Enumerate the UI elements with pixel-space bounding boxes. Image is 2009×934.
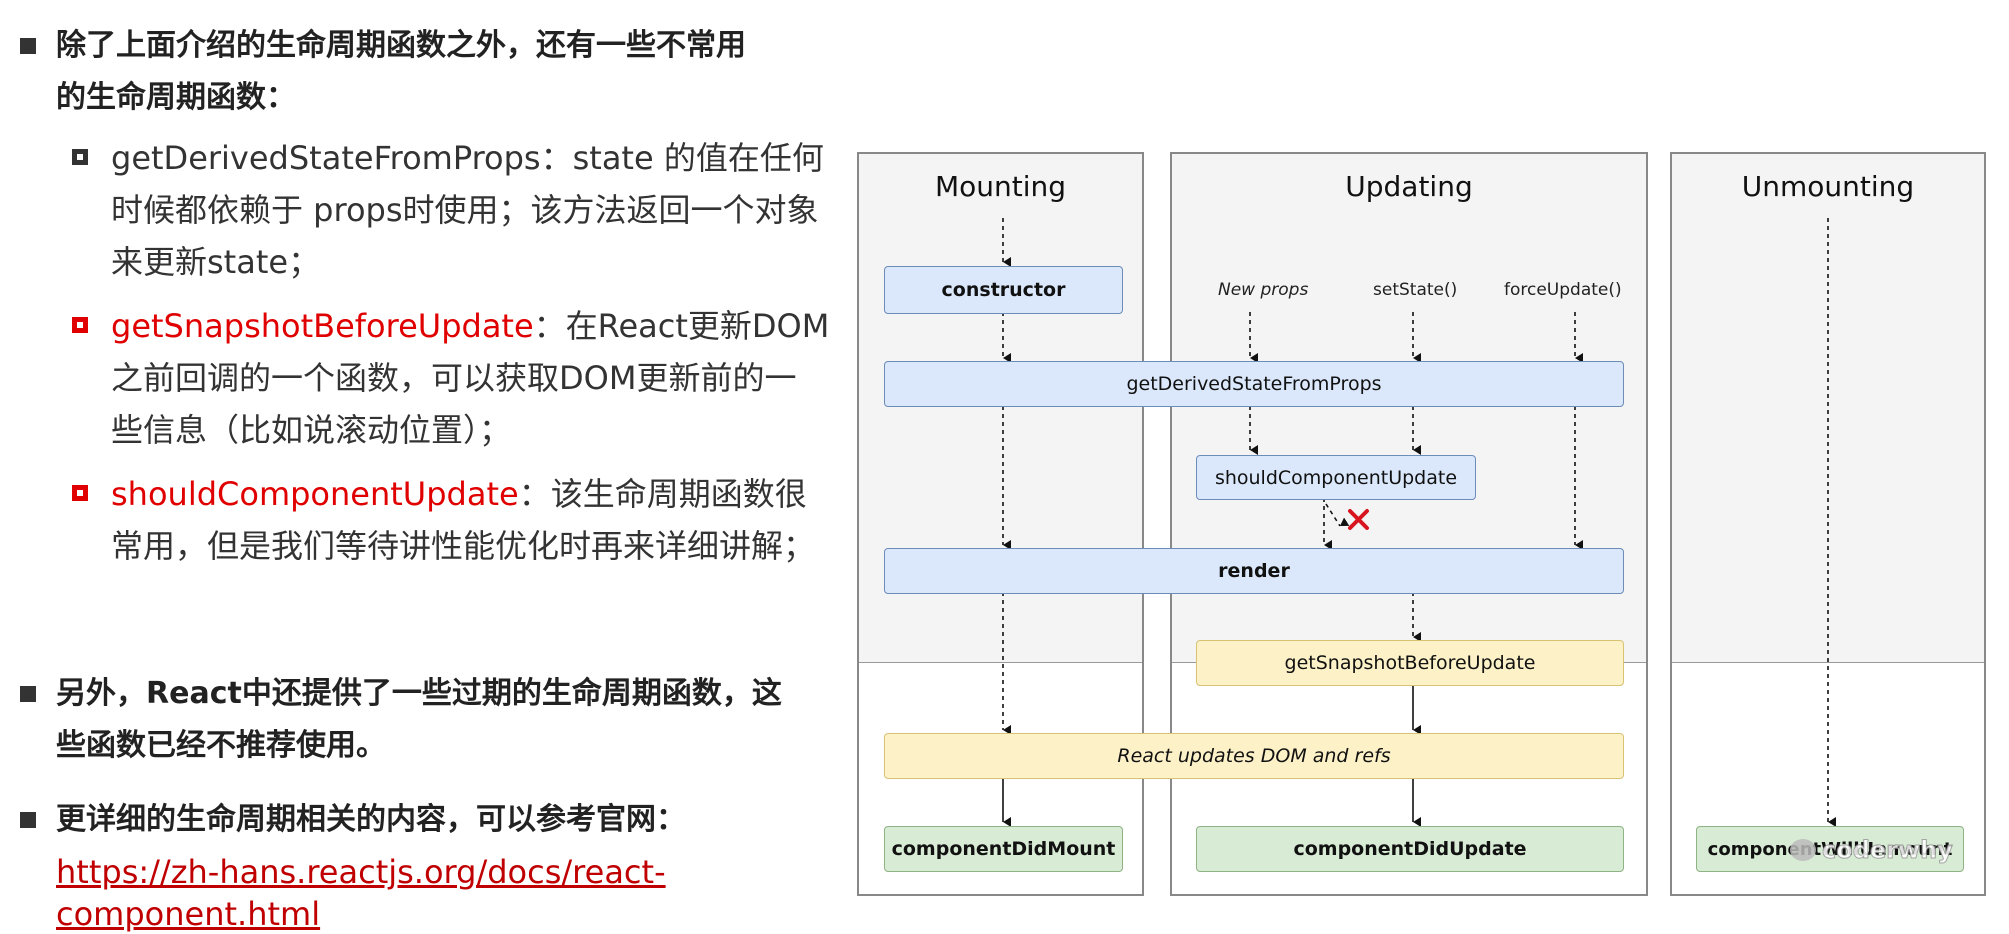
sub-bullet-marker-red [72, 317, 88, 333]
phase-title-mounting: Mounting [934, 170, 1067, 203]
getsnapshotbeforeupdate-box: getSnapshotBeforeUpdate [1196, 640, 1624, 686]
sub3-line2: 常用，但是我们等待讲性能优化时再来详细讲解； [111, 527, 816, 565]
phase-title-updating: Updating [1345, 170, 1473, 203]
sub1-line3: 来更新state； [111, 243, 321, 281]
sub1-name: getDerivedStateFromProps [111, 139, 541, 177]
constructor-box: constructor [884, 266, 1123, 314]
sub1-line2: 时候都依赖于 props时使用；该方法返回一个对象 [111, 191, 819, 229]
sub2-name: getSnapshotBeforeUpdate [111, 307, 534, 345]
bullet2-line2: 些函数已经不推荐使用。 [56, 728, 386, 763]
watermark: coderwhy [1790, 836, 1953, 865]
trigger-new-props: New props [1218, 280, 1309, 300]
bullet-marker [20, 38, 36, 54]
getderivedstatefromprops-box: getDerivedStateFromProps [884, 361, 1624, 407]
componentdidupdate-box: componentDidUpdate [1196, 826, 1624, 872]
sub1-rest: ：state 的值在任何 [540, 139, 824, 177]
render-box: render [884, 548, 1624, 594]
sub2-line3: 些信息（比如说滚动位置）； [111, 411, 512, 449]
bullet2-line1: 另外，React中还提供了一些过期的生命周期函数，这 [56, 676, 782, 711]
docs-link-line2[interactable]: component.html [56, 895, 321, 933]
sub3-name: shouldComponentUpdate [111, 475, 519, 513]
bullet-marker [20, 686, 36, 702]
phase-title-unmounting: Unmounting [1741, 170, 1915, 203]
react-updates-dom-box: React updates DOM and refs [884, 733, 1624, 779]
componentdidmount-box: componentDidMount [884, 826, 1123, 872]
bullet3-line1: 更详细的生命周期相关的内容，可以参考官网： [56, 802, 686, 837]
sub-bullet-marker [72, 149, 88, 165]
sub2-line2: 之前回调的一个函数，可以获取DOM更新前的一 [111, 359, 797, 397]
shouldcomponentupdate-box: shouldComponentUpdate [1196, 455, 1476, 500]
trigger-forceupdate: forceUpdate() [1504, 280, 1622, 300]
sub1-line1: getDerivedStateFromProps：state 的值在任何 [111, 132, 824, 184]
sub2-rest: ：在React更新DOM [533, 307, 830, 345]
sub2-line1: getSnapshotBeforeUpdate：在React更新DOM [111, 300, 829, 352]
sub3-line1: shouldComponentUpdate：该生命周期函数很 [111, 468, 807, 520]
sub-bullet-marker-red [72, 485, 88, 501]
bullet1-line1: 除了上面介绍的生命周期函数之外，还有一些不常用 [56, 28, 746, 63]
bullet1-line2: 的生命周期函数： [56, 80, 296, 115]
sub3-rest: ：该生命周期函数很 [518, 475, 807, 513]
componentwillunmount-box: componentWillUnmount [1696, 826, 1964, 872]
trigger-setstate: setState() [1373, 280, 1458, 300]
wechat-icon [1790, 839, 1816, 861]
docs-link-line1[interactable]: https://zh-hans.reactjs.org/docs/react- [56, 853, 666, 891]
bullet-marker [20, 812, 36, 828]
